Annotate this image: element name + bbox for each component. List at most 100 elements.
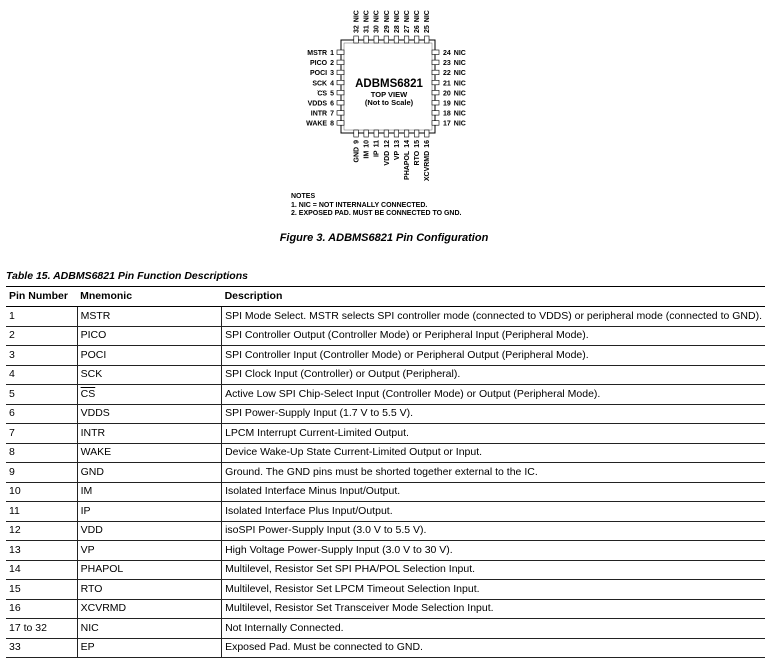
pin-number: 27 — [404, 25, 411, 33]
pin-pad — [373, 129, 379, 138]
pin-number: 4 — [330, 80, 334, 87]
pin-pad — [336, 100, 345, 106]
pin-pad — [431, 90, 440, 96]
pin-name: RTO — [414, 150, 421, 165]
header-pin-number: Pin Number — [6, 286, 78, 307]
pin-pad — [363, 129, 369, 138]
pin-number: 25 — [424, 25, 431, 33]
description-cell: Ground. The GND pins must be shorted tog… — [221, 462, 765, 483]
pin-number: 26 — [414, 25, 421, 33]
bottom-pins: GND9IM10IP11VDD12VP13PHAPOL14RTO15XCVRMD… — [353, 129, 431, 181]
pin-pad — [431, 110, 440, 116]
pin-pad — [431, 100, 440, 106]
mnemonic-cell: VP — [76, 540, 222, 561]
table-header-row: Pin Number Mnemonic Description — [6, 286, 765, 307]
mnemonic-cell: IP — [76, 501, 222, 522]
pin-number-cell: 6 — [6, 404, 78, 424]
pin-label: 27 NIC — [404, 10, 411, 33]
pin-label: RTO15 — [414, 140, 421, 166]
description-cell: SPI Controller Input (Controller Mode) o… — [221, 345, 765, 366]
pin-name: NIC — [384, 10, 391, 22]
pin-label: IP11 — [374, 140, 381, 157]
header-description: Description — [221, 286, 765, 307]
description-cell: SPI Mode Select. MSTR selects SPI contro… — [221, 306, 765, 327]
pin-number: 17 — [443, 121, 451, 128]
pin-pad — [336, 49, 345, 55]
mnemonic-cell: CS — [76, 384, 222, 405]
pin-number: 28 — [394, 25, 401, 33]
pin-name: CS — [317, 90, 327, 97]
note-1: 1. NIC = NOT INTERNALLY CONNECTED. — [291, 201, 428, 209]
pin-label: IM10 — [364, 140, 371, 159]
mnemonic-cell: IM — [76, 482, 222, 502]
chip-body — [340, 39, 436, 134]
figure-notes: NOTES 1. NIC = NOT INTERNALLY CONNECTED.… — [291, 193, 462, 219]
pin-number: 32 — [354, 25, 361, 33]
pin-number-cell: 33 — [6, 638, 78, 658]
pin-name: NIC — [374, 10, 381, 22]
mnemonic-cell: WAKE — [76, 443, 222, 463]
pin-number: 18 — [443, 111, 451, 118]
pin-number: 23 — [443, 60, 451, 67]
pin-number-cell: 4 — [6, 365, 78, 385]
mnemonic-cell: VDD — [76, 521, 222, 541]
pin-label: 31NIC — [364, 10, 371, 33]
pin-pad — [403, 35, 410, 44]
pin-name: NIC — [454, 101, 466, 108]
pin-number: 19 — [443, 101, 451, 108]
pin-number: 3 — [330, 70, 334, 77]
pin-pad — [373, 35, 379, 44]
chip-view-label: TOP VIEW — [371, 90, 408, 99]
pin-number: 14 — [404, 140, 411, 148]
pin-number: 1 — [330, 50, 334, 57]
pin-name: NIC — [454, 50, 466, 57]
pin-label: 26 NIC — [414, 10, 421, 33]
pin-pad — [383, 129, 389, 138]
description-cell: isoSPI Power-Supply Input (3.0 V to 5.5 … — [221, 521, 765, 541]
pin-number: 6 — [330, 101, 334, 108]
mnemonic-cell: GND — [76, 462, 222, 483]
pin-name: WAKE — [306, 121, 327, 128]
pin-pad — [403, 129, 410, 138]
pin-name: NIC — [404, 10, 411, 22]
pin-name: NIC — [454, 80, 466, 87]
description-cell: Isolated Interface Minus Input/Output. — [221, 482, 765, 502]
mnemonic-cell: PICO — [76, 326, 222, 346]
pin-number-cell: 13 — [6, 540, 78, 561]
pin-pad — [414, 129, 420, 138]
pin-number-cell: 8 — [6, 443, 78, 463]
pin-number: 10 — [364, 140, 371, 148]
note-2: 2. EXPOSED PAD. MUST BE CONNECTED TO GND… — [291, 210, 462, 217]
pin-label: VP13 — [394, 140, 401, 160]
pin-number-cell: 17 to 32 — [6, 618, 78, 639]
pin-name: VDDS — [308, 101, 328, 108]
pin-pad — [336, 90, 345, 96]
pin-pad — [393, 35, 400, 44]
pin-pad — [424, 129, 430, 138]
pin-label: VDD12 — [384, 140, 391, 166]
pin-number-cell: 5 — [6, 384, 78, 405]
pin-name: NIC — [454, 90, 466, 97]
pin-pad — [336, 80, 345, 86]
pin-name: NIC — [414, 10, 421, 22]
pin-number-cell: 7 — [6, 423, 78, 444]
mnemonic-cell: XCVRMD — [76, 599, 222, 619]
description-cell: Exposed Pad. Must be connected to GND. — [221, 638, 765, 658]
